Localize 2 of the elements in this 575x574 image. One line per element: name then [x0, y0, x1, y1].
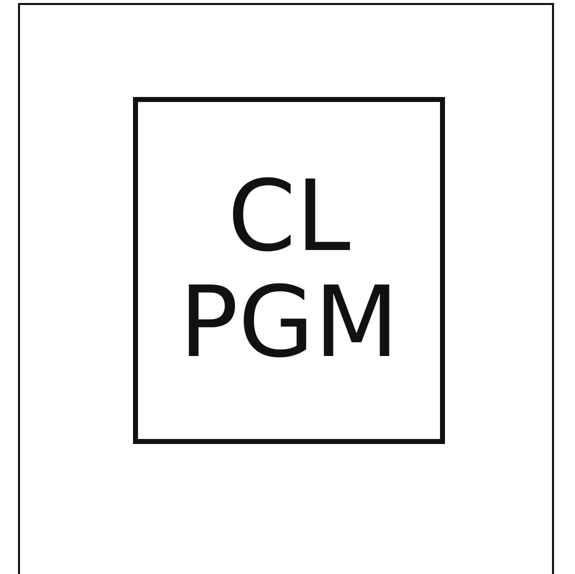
box-label: CL PGM [178, 164, 400, 376]
label-box [133, 97, 445, 444]
